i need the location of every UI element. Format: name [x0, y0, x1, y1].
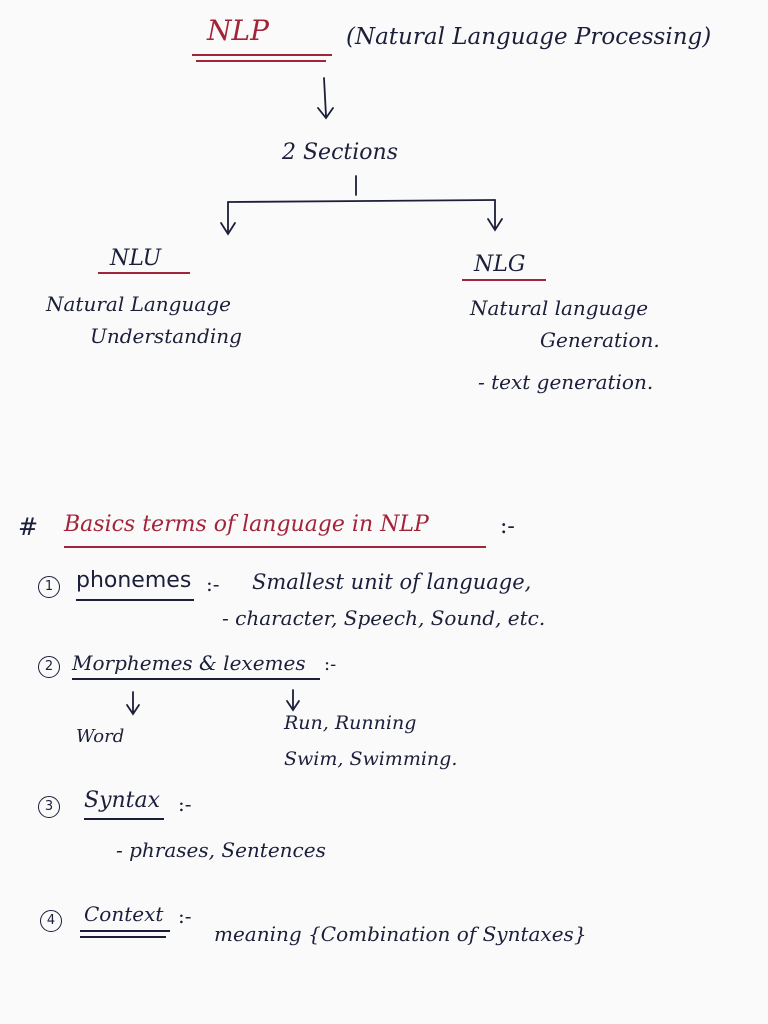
arrow-word-icon	[126, 691, 140, 716]
example-word: Word	[76, 726, 125, 747]
item-sep-2: :-	[324, 654, 337, 675]
page-subtitle: (Natural Language Processing)	[346, 24, 712, 50]
syntax-underline	[84, 818, 164, 820]
title-underline	[192, 54, 332, 56]
item-desc-context: meaning {Combination of Syntaxes}	[214, 922, 587, 946]
example-swim: Swim, Swimming.	[284, 748, 458, 770]
example-run: Run, Running	[284, 712, 417, 734]
item-sep-3: :-	[178, 792, 192, 816]
arrow-run-icon	[286, 689, 300, 712]
item-number-3: 3	[38, 796, 60, 818]
item-number-2: 2	[38, 656, 60, 678]
item-number-4: 4	[40, 910, 62, 932]
nlg-abbr: NLG	[474, 252, 526, 277]
item-sep-1: :-	[206, 572, 220, 596]
nlg-line1: Natural language	[470, 296, 649, 320]
context-underline	[80, 930, 170, 932]
context-underline-2	[80, 936, 166, 938]
basics-heading-suffix: :-	[500, 514, 515, 539]
item-desc-phonemes: Smallest unit of language,	[252, 570, 532, 594]
item-desc-syntax: - phrases, Sentences	[116, 838, 326, 862]
nlu-line2: Understanding	[90, 324, 242, 348]
nlg-underline	[462, 279, 546, 281]
title-underline-2	[196, 60, 326, 62]
sections-label: 2 Sections	[282, 140, 398, 165]
item-number-1: 1	[38, 576, 60, 598]
nlu-underline	[98, 272, 190, 274]
morphemes-underline	[72, 678, 320, 680]
item-term-syntax: Syntax	[84, 788, 161, 813]
item-desc2-phonemes: - character, Speech, Sound, etc.	[222, 606, 546, 630]
page-title: NLP	[207, 14, 269, 47]
item-term-phonemes: phonemes	[76, 568, 192, 593]
heading-hash: #	[18, 513, 39, 541]
arrow-right-branch-icon	[487, 199, 503, 232]
item-term-morphemes: Morphemes & lexemes	[72, 651, 306, 675]
nlg-line2: Generation.	[540, 328, 660, 352]
item-sep-4: :-	[178, 904, 192, 928]
basics-heading-underline	[64, 546, 486, 548]
nlu-line1: Natural Language	[46, 292, 231, 316]
basics-heading: Basics terms of language in NLP	[64, 512, 429, 537]
nlg-note: - text generation.	[478, 370, 654, 394]
phonemes-underline	[76, 599, 194, 601]
arrow-down-icon	[317, 77, 334, 120]
nlu-abbr: NLU	[110, 246, 162, 271]
arrow-left-branch-icon	[220, 201, 236, 236]
item-term-context: Context	[84, 902, 164, 926]
